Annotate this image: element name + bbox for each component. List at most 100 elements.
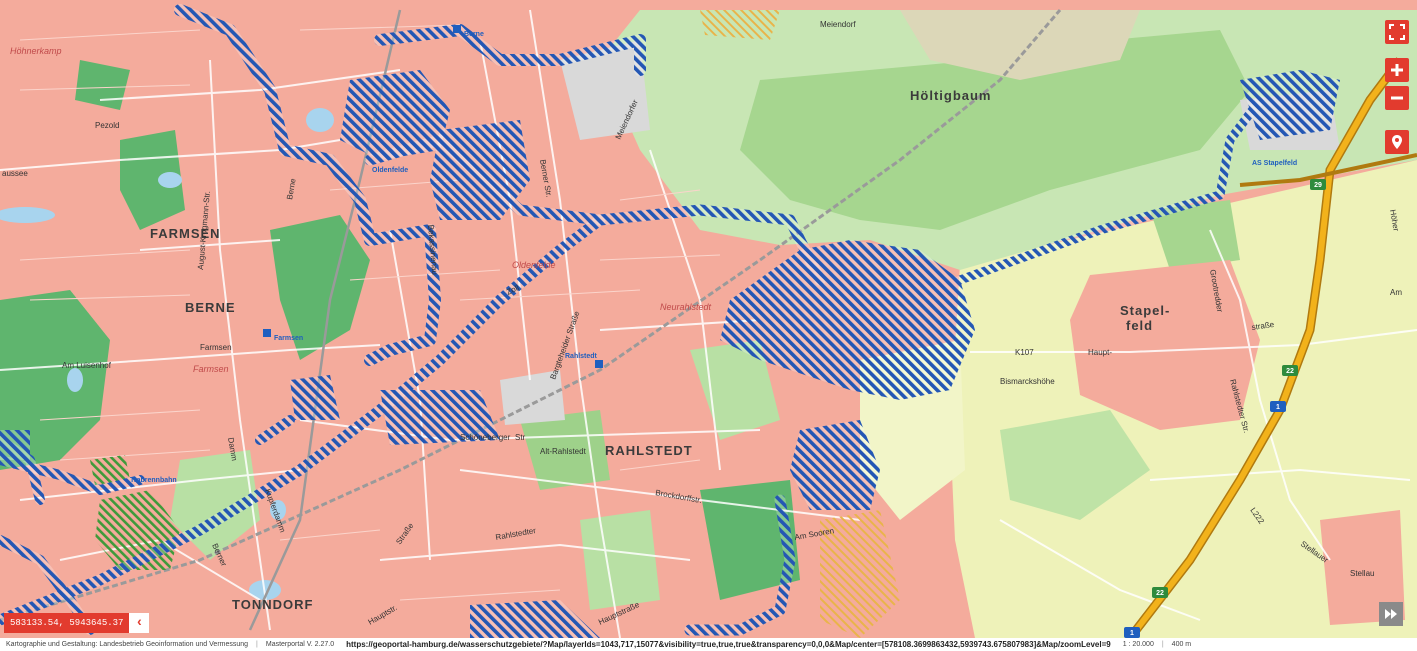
street-label: Farmsen [200, 343, 232, 352]
forest-area [0, 290, 110, 470]
coordinate-display: 583133.54, 5943645.37 ‹ [4, 613, 150, 633]
military-area [900, 10, 1140, 80]
district-label: TONNDORF [232, 597, 313, 612]
road-shield [1124, 627, 1140, 638]
station-label: Trabrennbahn [130, 477, 177, 484]
water-protection-boundary [0, 4, 1265, 636]
motorway-a1 [1127, 58, 1403, 638]
reserve-hatch [700, 10, 780, 40]
place-label: Meiendorf [820, 20, 856, 29]
street-label: Pezold [95, 121, 119, 130]
street-label: Schöneberger [460, 433, 511, 442]
district-label: BERNE [185, 300, 236, 315]
street-label: Am Luisenhof [62, 361, 112, 370]
street-grid [19, 24, 721, 601]
lake [0, 207, 55, 223]
forest-patch [1150, 200, 1240, 270]
street-label: K107 [1015, 348, 1034, 357]
road-shield [1152, 587, 1168, 598]
place-label: Stapel- [1120, 303, 1170, 318]
place-label: Farmsen [193, 364, 229, 374]
stapelfeld-village [1070, 260, 1260, 430]
separator: | [1161, 641, 1164, 648]
plus-icon [1391, 64, 1403, 76]
zoom-in-button[interactable] [1385, 58, 1409, 82]
forest-area [740, 30, 1250, 230]
park-area [580, 510, 660, 610]
green-protection-hatch [90, 455, 130, 485]
zoom-out-button[interactable] [1385, 86, 1409, 110]
place-label: Bismarckshöhe [1000, 377, 1055, 386]
place-label: Höltigbaum [910, 88, 992, 103]
district-label: FARMSEN [150, 226, 221, 241]
separator: | [256, 641, 258, 648]
reserve-hatch [820, 510, 900, 638]
road-number: 22 [1286, 368, 1294, 375]
road-shield [1282, 365, 1298, 376]
street-label: Höher [1388, 209, 1401, 232]
station-label: Oldenfelde [372, 167, 408, 174]
station-label: Berne [464, 31, 484, 38]
road-number: 1 [1276, 404, 1280, 411]
road-shield [1310, 179, 1326, 190]
station-marker [453, 25, 461, 33]
place-label: Höhnerkamp [10, 46, 62, 56]
road-number: 1 [1130, 630, 1134, 637]
road-number: 22 [1156, 590, 1164, 597]
station-label: AS Stapelfeld [1252, 160, 1297, 167]
place-label: Alt-Rahlstedt [540, 447, 587, 456]
street-label: Am [1390, 288, 1402, 297]
location-pin-icon [1392, 135, 1402, 149]
park-area [690, 340, 780, 440]
locate-button[interactable] [1385, 130, 1409, 154]
double-chevron-right-icon [1385, 609, 1397, 619]
station-label: Rahlstedt [565, 353, 598, 360]
forest-area [270, 215, 370, 360]
share-url[interactable]: https://geoportal-hamburg.de/wasserschut… [346, 640, 1111, 649]
street-label: straße [1251, 320, 1275, 332]
motorway-link [1239, 153, 1417, 187]
place-label: Oldenfelde [512, 260, 556, 270]
chevron-left-icon: ‹ [135, 615, 144, 631]
place-label: Stellau [1350, 569, 1374, 578]
station-label: Farmsen [274, 335, 303, 342]
street-label: Berne [285, 177, 298, 200]
railway-line [0, 9, 1062, 622]
fullscreen-icon [1389, 24, 1405, 40]
distance-label: 400 m [1171, 641, 1192, 648]
place-label: Neurahlstedt [660, 302, 712, 312]
fullscreen-button[interactable] [1385, 20, 1409, 44]
meadow-patch [1000, 410, 1150, 520]
street-label: Bekassinenau [426, 224, 439, 275]
road-shield [1270, 401, 1286, 412]
scale-label: 1 : 20.000 [1122, 641, 1154, 648]
water-protection-zone [0, 70, 1340, 638]
commercial-area [560, 40, 650, 140]
pond [270, 500, 286, 520]
street-label: Haupt- [1088, 348, 1112, 357]
pond [158, 172, 182, 188]
station-marker [595, 360, 603, 368]
district-label: RAHLSTEDT [605, 443, 693, 458]
collapse-coordinates-button[interactable]: ‹ [129, 613, 150, 633]
street-label: aussee [2, 169, 28, 178]
pond [306, 108, 334, 132]
forest-area [120, 130, 185, 230]
place-label: feld [1126, 318, 1153, 333]
minus-icon [1391, 96, 1403, 100]
footer-bar: Kartographie und Gestaltung: Landesbetri… [0, 638, 1417, 651]
open-toolbar-button[interactable] [1379, 602, 1403, 626]
road-number: 29 [1314, 182, 1322, 189]
version-label: Masterportal V. 2.27.0 [265, 641, 335, 648]
attribution-link[interactable]: Kartographie und Gestaltung: Landesbetri… [6, 641, 249, 648]
pond [67, 368, 83, 392]
stellau-village [1320, 510, 1405, 625]
street-label: Str [515, 433, 526, 442]
station-marker [263, 329, 271, 337]
coordinate-readout: 583133.54, 5943645.37 [10, 618, 124, 628]
street-network [0, 9, 1417, 638]
street-label: Damm [226, 437, 239, 462]
park-area [75, 60, 130, 110]
